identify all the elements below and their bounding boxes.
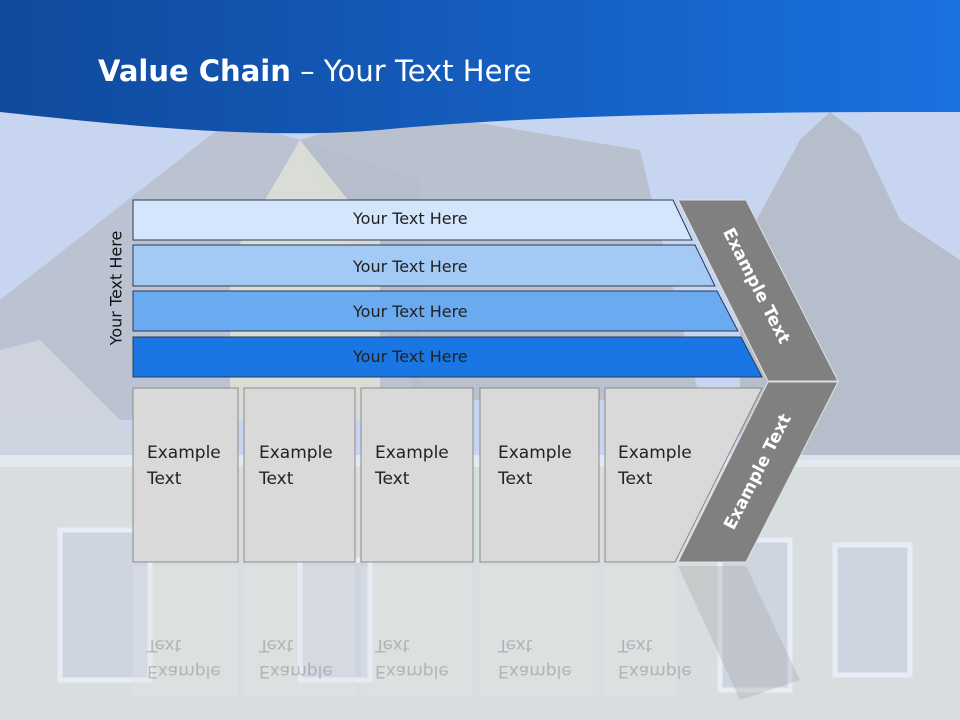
box-1-line2: Text bbox=[147, 469, 182, 489]
title-rest: – Your Text Here bbox=[290, 54, 532, 88]
box-3-reflection: Example Text bbox=[375, 632, 449, 684]
box-5-line1: Example bbox=[618, 443, 692, 463]
bar-2 bbox=[132, 244, 716, 287]
box-4-refl-line2: Text bbox=[498, 635, 533, 655]
title-bold: Value Chain bbox=[98, 54, 291, 88]
bar-4-label: Your Text Here bbox=[353, 347, 468, 366]
box-4-line1: Example bbox=[498, 443, 572, 463]
box-3-line2: Text bbox=[375, 469, 410, 489]
box-5-refl-line2: Text bbox=[618, 635, 653, 655]
bar-4 bbox=[132, 336, 763, 378]
box-2-reflection: Example Text bbox=[259, 632, 333, 684]
bar-3-label: Your Text Here bbox=[353, 302, 468, 321]
box-5 bbox=[604, 387, 763, 563]
box-1-refl-line1: Example bbox=[147, 661, 221, 681]
box-2-refl-line2: Text bbox=[259, 635, 294, 655]
box-4-line2: Text bbox=[498, 469, 533, 489]
box-5-line2: Text bbox=[618, 469, 653, 489]
bar-2-label: Your Text Here bbox=[353, 257, 468, 276]
box-3 bbox=[360, 387, 474, 563]
bar-1-label: Your Text Here bbox=[353, 209, 468, 228]
bar-1 bbox=[132, 199, 693, 241]
box-2-refl-line1: Example bbox=[259, 661, 333, 681]
chevron-top bbox=[677, 199, 839, 382]
box-1 bbox=[132, 387, 239, 563]
slide-title: Value Chain – Your Text Here bbox=[98, 54, 532, 88]
box-4-refl-line1: Example bbox=[498, 661, 572, 681]
bar-3 bbox=[132, 290, 739, 332]
box-1-refl-line2: Text bbox=[147, 635, 182, 655]
box-2-line2: Text bbox=[259, 469, 294, 489]
box-4 bbox=[479, 387, 600, 563]
box-1-line1: Example bbox=[147, 443, 221, 463]
box-2 bbox=[243, 387, 356, 563]
box-2-line1: Example bbox=[259, 443, 333, 463]
box-5-refl-line1: Example bbox=[618, 661, 692, 681]
box-4-reflection: Example Text bbox=[498, 632, 572, 684]
chevron-bottom bbox=[677, 381, 839, 563]
box-5-reflection: Example Text bbox=[618, 632, 692, 684]
box-3-line1: Example bbox=[375, 443, 449, 463]
box-3-refl-line1: Example bbox=[375, 661, 449, 681]
box-3-refl-line2: Text bbox=[375, 635, 410, 655]
box-1-reflection: Example Text bbox=[147, 632, 221, 684]
reflection bbox=[133, 566, 800, 700]
